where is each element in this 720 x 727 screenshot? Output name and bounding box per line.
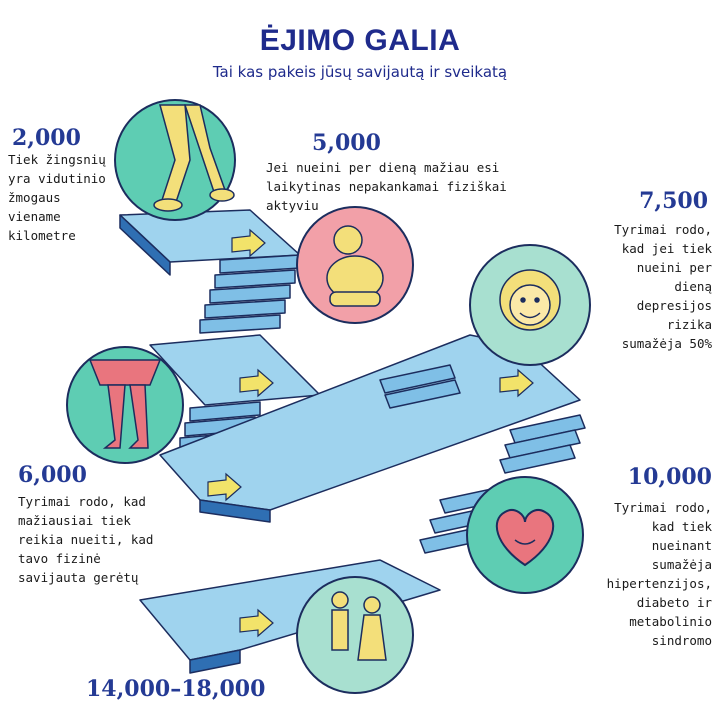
step-number-7500: 7,500	[639, 188, 708, 214]
step-number-2000: 2,000	[12, 125, 81, 151]
step-number-10000: 10,000	[627, 464, 712, 490]
page-subtitle: Tai kas pakeis jūsų savijautą ir sveikat…	[212, 63, 508, 81]
step-number-14000-18000: 14,000–18,000	[86, 676, 266, 702]
step-number-6000: 6,000	[18, 462, 87, 488]
page-title: ĖJIMO GALIA	[259, 24, 461, 57]
step-number-5000: 5,000	[312, 130, 381, 156]
elderly-couple-icon	[296, 576, 414, 694]
